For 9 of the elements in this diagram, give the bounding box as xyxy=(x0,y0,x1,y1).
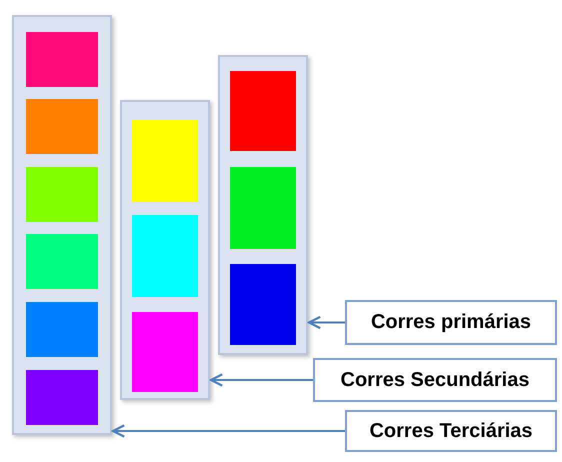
label-box: Corres primárias xyxy=(345,300,557,345)
arrow xyxy=(112,424,345,438)
color-panel xyxy=(120,100,210,400)
color-panel xyxy=(12,15,112,435)
label-box: Corres Terciárias xyxy=(345,410,557,452)
arrow xyxy=(308,316,345,330)
label-box: Corres Secundárias xyxy=(313,358,557,402)
arrow xyxy=(210,373,313,387)
color-panel xyxy=(218,55,308,355)
